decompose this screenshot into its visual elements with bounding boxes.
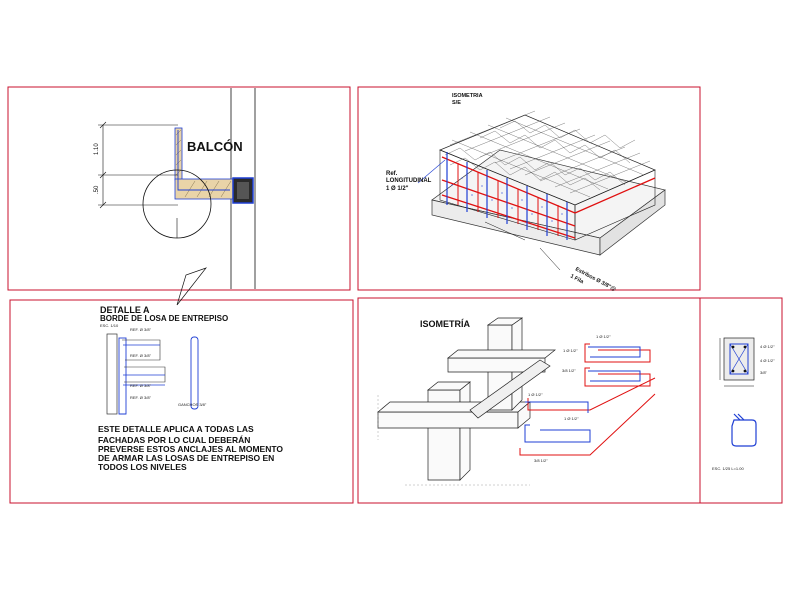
iso-top-cage [417,110,666,271]
svg-text:4 Ø 1/2": 4 Ø 1/2" [760,358,775,363]
balcon-title: BALCÓN [187,139,243,154]
detalle-title-1: DETALLE A [100,305,150,315]
iso-top-ref-1: Ref. [386,171,398,177]
iso-bottom-columns [377,317,556,486]
detalle-title-2: BORDE DE LOSA DE ENTREPISO [100,314,228,323]
iso-bottom-bars [519,343,656,456]
svg-text:GANCHOS 3/8": GANCHOS 3/8" [178,402,207,407]
panel-frame-detalle-a [9,299,354,504]
detalle-note-line-1: FACHADAS POR LO CUAL DEBERÁN [98,435,250,445]
panel-frame-section [699,297,783,504]
svg-text:3/8": 3/8" [760,370,768,375]
svg-text:3/8 1/2": 3/8 1/2" [562,368,576,373]
detalle-drawing: REF. Ø 3/8" REF. Ø 3/8" REF. Ø 3/8" REF.… [106,327,207,415]
iso-bottom-title: ISOMETRÍA [420,319,471,329]
svg-text:1 Ø 1/2": 1 Ø 1/2" [596,334,611,339]
detalle-note-line-2: PREVERSE ESTOS ANCLAJES AL MOMENTO [98,444,283,454]
svg-text:REF. Ø 3/8": REF. Ø 3/8" [130,353,152,358]
balcon-drawing [98,88,256,306]
section-dims: 4 Ø 1/2" 4 Ø 1/2" 3/8" [760,344,775,375]
panel-frame-balcon [7,86,351,291]
svg-text:REF. Ø 3/8": REF. Ø 3/8" [130,327,152,332]
detalle-note-line-0: ESTE DETALLE APLICA A TODAS LAS [98,424,254,434]
iso-top-title: ISOMETRIA [452,93,483,99]
detalle-note-line-3: DE ARMAR LAS LOSAS DE ENTREPISO EN [98,453,274,463]
panel-frame-isometry-top [357,86,701,291]
svg-text:REF. Ø 3/8": REF. Ø 3/8" [130,383,152,388]
svg-text:1 Ø 1/2": 1 Ø 1/2" [528,392,543,397]
svg-text:1 Ø 1/2": 1 Ø 1/2" [564,416,579,421]
balcon-dim-top: 1.10 [94,143,100,155]
iso-top-scale: S/E [452,100,461,106]
svg-text:1 Ø 1/2": 1 Ø 1/2" [563,348,578,353]
iso-top-ref-3: 1 Ø 1/2" [386,186,409,192]
svg-text:3/8 1/2": 3/8 1/2" [534,458,548,463]
detalle-scale: ESC. 1/10 [100,323,119,328]
svg-text:4 Ø 1/2": 4 Ø 1/2" [760,344,775,349]
iso-bottom-bar-labels: 1 Ø 1/2" 1 Ø 1/2" 3/8 1/2" 1 Ø 1/2" 1 Ø … [528,334,611,463]
section-scale: ESC. 1/25 L=1.00 [712,466,744,471]
section-drawing [719,337,757,447]
detalle-note-line-4: TODOS LOS NIVELES [98,462,187,472]
balcon-dim-mid: .50 [94,185,100,194]
iso-top-ref-2: LONGITUDINAL [386,178,432,184]
svg-text:REF. Ø 3/8": REF. Ø 3/8" [130,395,152,400]
